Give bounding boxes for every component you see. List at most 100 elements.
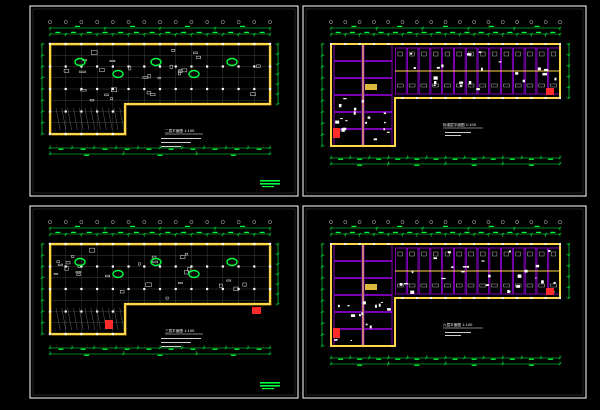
dimension-label (521, 231, 527, 233)
interior-fixture (544, 68, 549, 71)
structural-column (64, 87, 67, 91)
dimension-label (256, 348, 262, 350)
room-outline (333, 112, 363, 129)
structural-column (237, 42, 240, 46)
interior-fixture (64, 266, 69, 271)
structural-column (143, 242, 146, 246)
room-fixture (538, 83, 545, 88)
dimension-label (133, 31, 139, 33)
axis-bubble (515, 20, 519, 24)
room-outline (363, 95, 393, 112)
room-fixture (408, 83, 416, 88)
structural-column (415, 97, 418, 99)
axis-bubble (415, 20, 419, 24)
interior-fixture (383, 128, 386, 131)
axis-bubble (357, 20, 362, 24)
structural-column (143, 65, 146, 68)
interior-fixture (128, 65, 132, 71)
interior-fixture (219, 283, 223, 288)
structural-column (158, 242, 162, 246)
dimension-label (75, 25, 80, 27)
structural-column (206, 242, 209, 246)
stair-well (112, 69, 124, 79)
room-fixture (456, 251, 462, 257)
plan-note-line (445, 332, 471, 333)
dimension-label (212, 31, 218, 33)
structural-column (559, 97, 561, 99)
structural-column (444, 297, 447, 299)
dimension-label (464, 31, 470, 33)
axis-bubble (189, 220, 194, 224)
structural-column (48, 65, 52, 68)
dimension-label (149, 231, 155, 233)
dimension-label (165, 231, 171, 233)
structural-column (111, 42, 114, 46)
sheet-border (29, 205, 299, 399)
dimension-label (243, 31, 249, 33)
interior-fixture (433, 257, 437, 260)
dimension-label (357, 364, 363, 366)
structural-column (96, 87, 99, 91)
interior-fixture (196, 55, 201, 59)
dimension-label (550, 31, 556, 33)
dimension-label (190, 148, 196, 150)
axis-bubble (173, 220, 178, 224)
structural-column (48, 110, 52, 113)
room-outline (363, 278, 393, 295)
interior-fixture (433, 84, 436, 86)
structural-column (544, 43, 547, 45)
sheet-border (302, 205, 587, 399)
structural-column (190, 42, 193, 46)
dimension-label (157, 154, 163, 156)
axis-bubble (486, 220, 491, 224)
structural-column (174, 65, 177, 68)
dimension-label (351, 25, 357, 27)
dimension-label (349, 31, 355, 33)
axis-bubble (189, 20, 194, 24)
hatch-line (61, 107, 66, 131)
axis-bubble (252, 20, 257, 24)
interior-fixture (359, 313, 361, 317)
structural-column (80, 332, 83, 336)
dimension-label (86, 231, 92, 233)
dimension-label (421, 231, 427, 233)
structural-column (401, 43, 404, 45)
room-fixture (444, 251, 451, 257)
structural-column (158, 65, 162, 68)
stair-well (74, 257, 86, 267)
structural-column (444, 43, 447, 45)
structural-column (415, 297, 418, 299)
interior-fixture (147, 74, 151, 79)
structural-column (530, 297, 533, 299)
room-fixture (550, 51, 557, 57)
room-fixture (397, 251, 403, 257)
axis-bubble (142, 220, 147, 224)
room-outline (333, 61, 363, 78)
stair-core-highlight (546, 88, 554, 95)
dimension-label (443, 25, 448, 27)
interior-fixture (157, 76, 161, 80)
room-fixture (539, 51, 545, 57)
structural-column (48, 310, 52, 313)
dimension-label (168, 348, 174, 350)
dimension-label (433, 158, 439, 160)
interior-fixture (152, 260, 158, 264)
hatch-line (119, 107, 124, 131)
structural-column (237, 242, 240, 246)
interior-fixture (399, 283, 403, 286)
dimension-label (335, 231, 341, 233)
interior-fixture (467, 265, 470, 268)
dimension-label (75, 225, 80, 227)
dimension-label (509, 158, 515, 160)
room-outline (363, 44, 393, 61)
structural-column (415, 43, 418, 45)
dimension-label (378, 31, 384, 33)
dimension-label (452, 358, 458, 360)
dimension-label (357, 164, 363, 166)
stair-core-highlight (105, 320, 113, 329)
stair-well (74, 57, 86, 67)
plan-title: 三层平面图 1:100 (165, 328, 195, 333)
logo-stamp (260, 180, 280, 182)
dimension-label (490, 358, 496, 360)
interior-fixture (509, 291, 511, 293)
